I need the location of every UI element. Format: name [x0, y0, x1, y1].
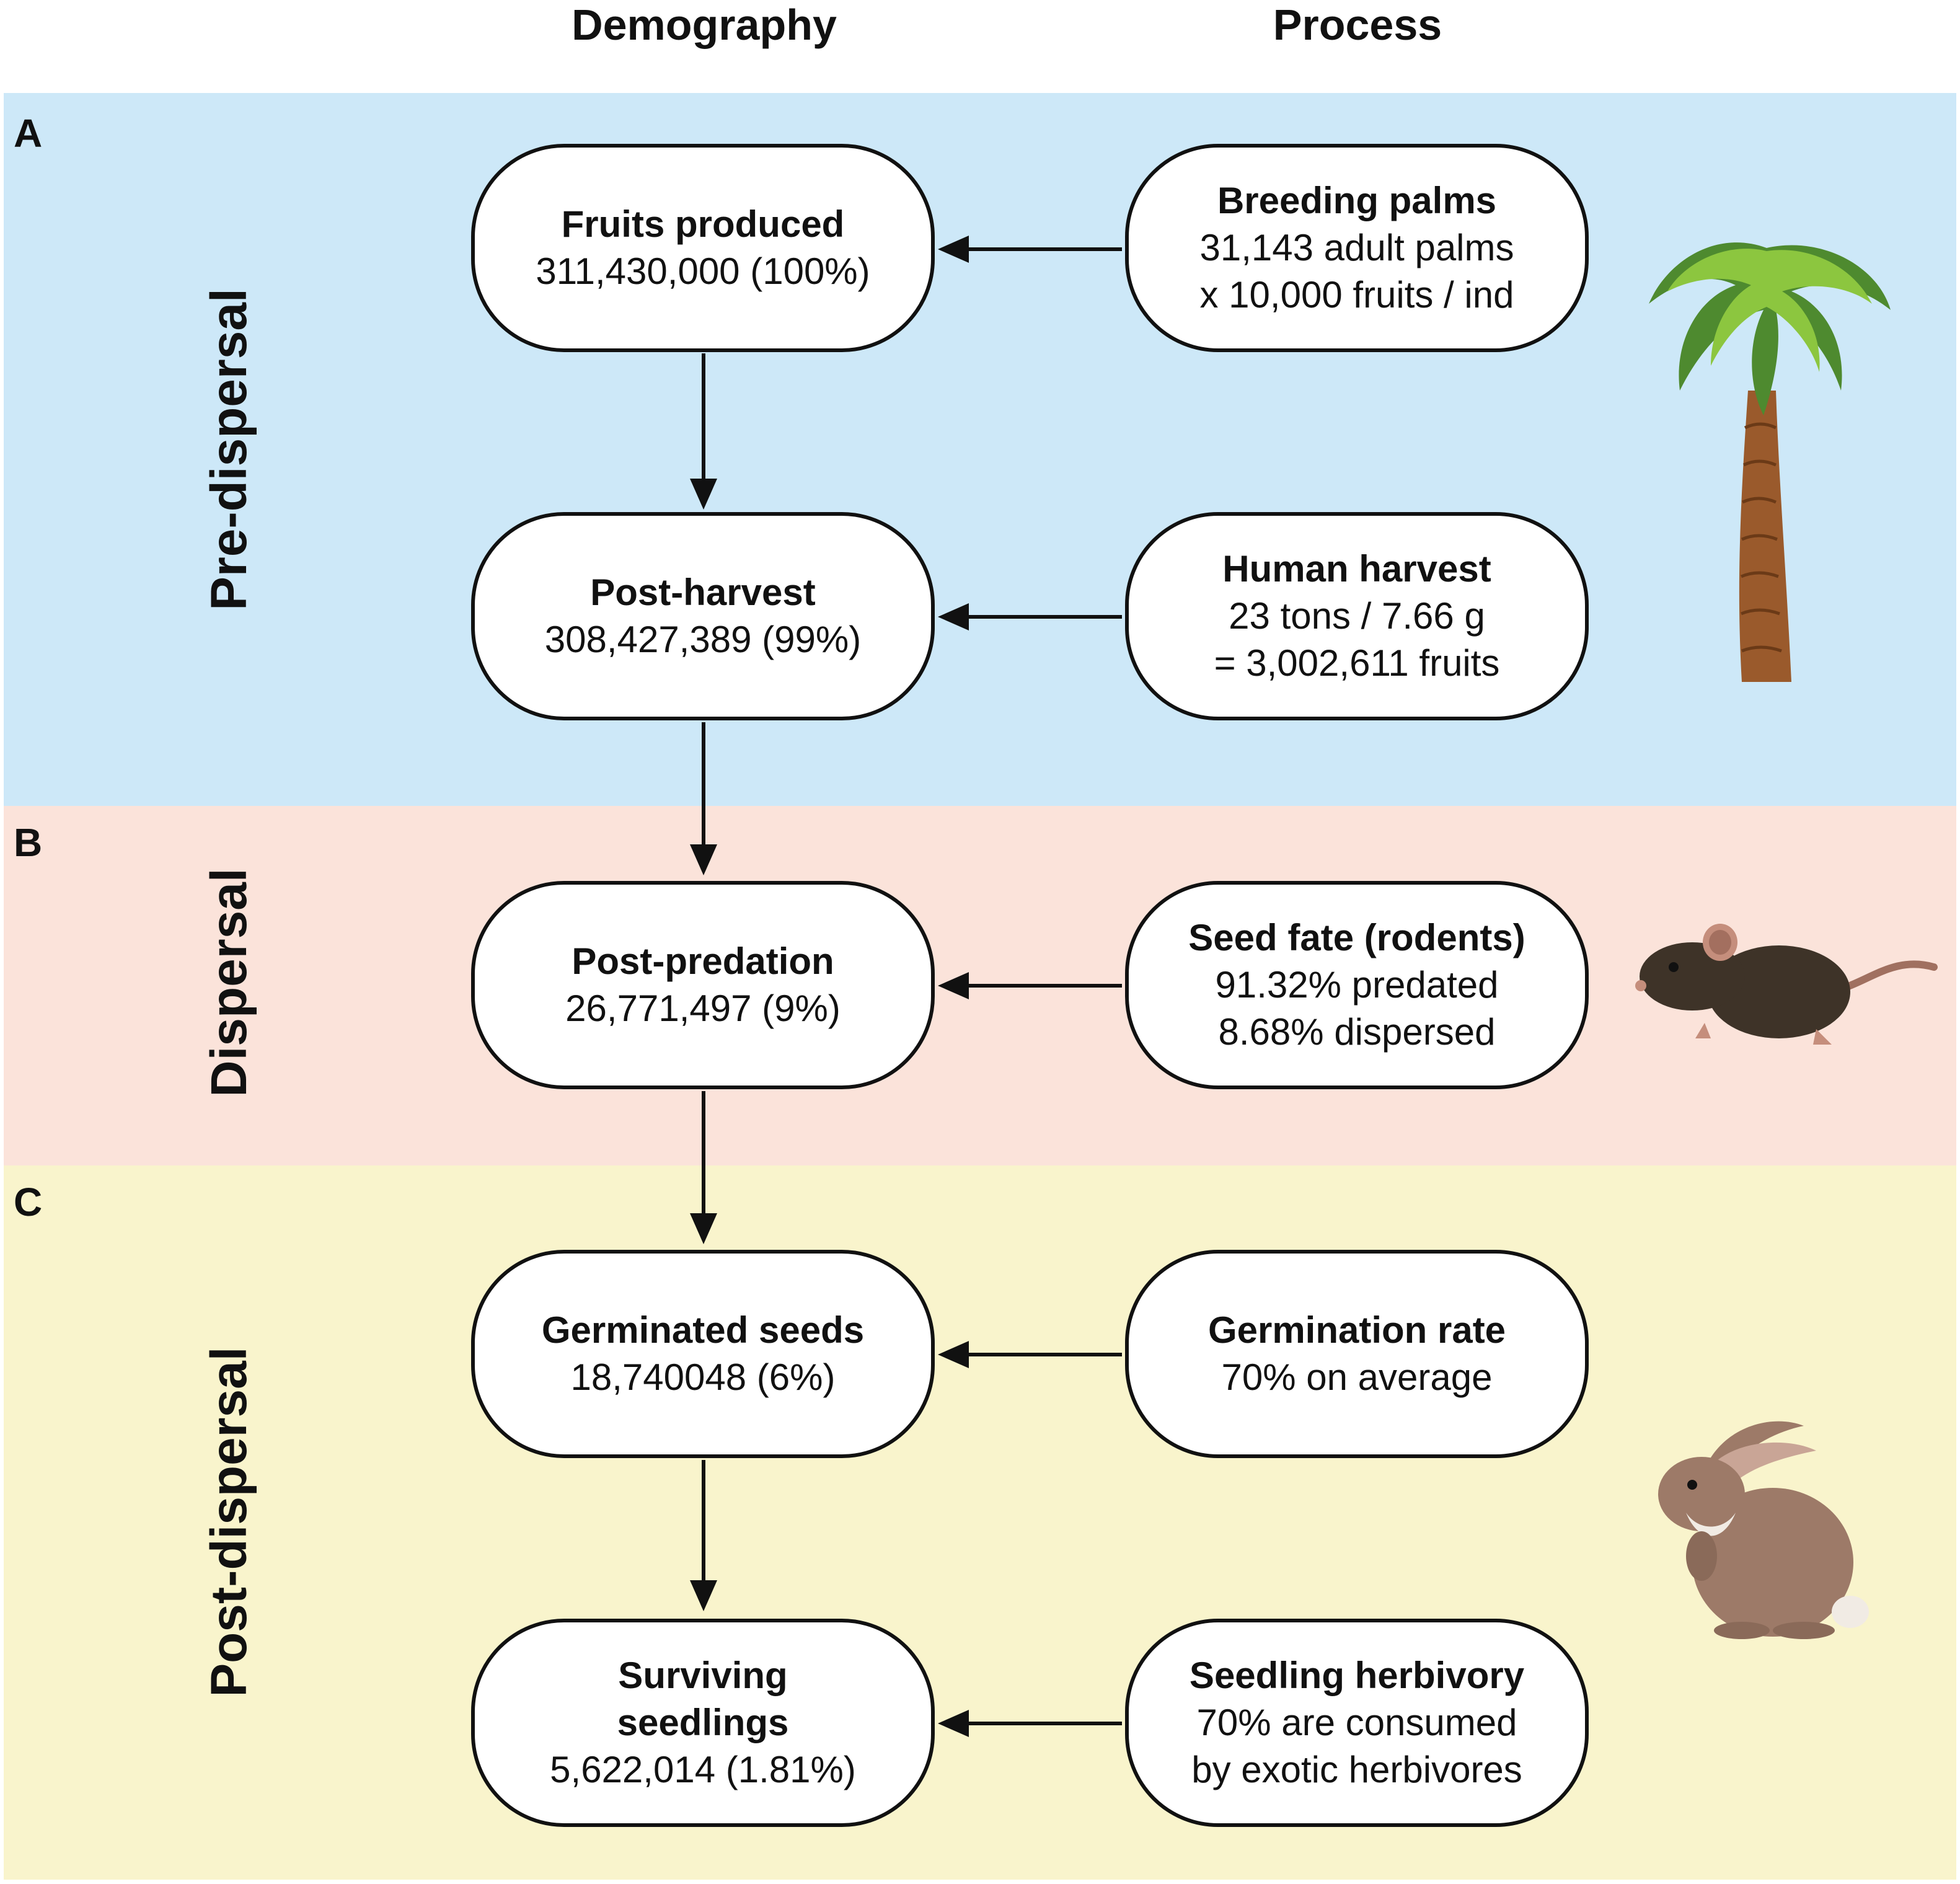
node-human-harvest: Human harvest 23 tons / 7.66 g = 3,002,6…: [1125, 512, 1589, 720]
node-line-2: = 3,002,611 fruits: [1214, 642, 1500, 684]
panel-letter-c: C: [14, 1180, 43, 1224]
node-post-predation: Post-predation 26,771,497 (9%): [471, 881, 935, 1089]
node-breeding-palms: Breeding palms 31,143 adult palms x 10,0…: [1125, 144, 1589, 352]
node-value: 18,740048 (6%): [570, 1356, 836, 1398]
rodent-icon: [1635, 924, 1938, 1045]
node-seedling-herbivory: Seedling herbivory 70% are consumed by e…: [1125, 1619, 1589, 1827]
demography-column-header: Demography: [572, 1, 837, 49]
node-title: Breeding palms: [1217, 180, 1497, 221]
process-column-header: Process: [1273, 1, 1442, 49]
node-title: Seed fate (rodents): [1188, 917, 1525, 958]
palm-tree-icon: [1649, 242, 1891, 682]
node-title: Seedling herbivory: [1189, 1655, 1525, 1696]
node-germinated-seeds: Germinated seeds 18,740048 (6%): [471, 1250, 935, 1458]
node-title: Post-harvest: [590, 572, 816, 613]
node-line-1: 70% on average: [1221, 1356, 1493, 1398]
node-title-line-2: seedlings: [617, 1702, 789, 1743]
node-line-1: 91.32% predated: [1215, 964, 1499, 1006]
rabbit-icon: [1658, 1421, 1869, 1639]
node-value: 5,622,014 (1.81%): [550, 1749, 856, 1790]
node-line-2: x 10,000 fruits / ind: [1199, 274, 1514, 316]
node-surviving-seedlings: Surviving seedlings 5,622,014 (1.81%): [471, 1619, 935, 1827]
node-line-2: 8.68% dispersed: [1218, 1011, 1496, 1053]
node-seed-fate: Seed fate (rodents) 91.32% predated 8.68…: [1125, 881, 1589, 1089]
node-line-1: 23 tons / 7.66 g: [1229, 595, 1485, 637]
node-line-1: 31,143 adult palms: [1199, 227, 1514, 268]
node-line-2: by exotic herbivores: [1191, 1749, 1522, 1790]
panel-letter-b: B: [14, 820, 43, 865]
node-title: Germinated seeds: [541, 1309, 865, 1351]
node-fruits-produced: Fruits produced 311,430,000 (100%): [471, 144, 935, 352]
node-value: 26,771,497 (9%): [565, 988, 841, 1029]
node-post-harvest: Post-harvest 308,427,389 (99%): [471, 512, 935, 720]
band-pre-dispersal: [4, 93, 1956, 806]
node-title-line-1: Surviving: [618, 1655, 788, 1696]
node-value: 308,427,389 (99%): [544, 619, 862, 660]
band-post-dispersal: [4, 1165, 1956, 1880]
panel-letter-a: A: [14, 111, 43, 156]
node-title: Post-predation: [572, 940, 834, 982]
node-title: Human harvest: [1222, 548, 1491, 590]
node-title: Germination rate: [1207, 1309, 1506, 1351]
node-title: Fruits produced: [561, 203, 845, 245]
node-line-1: 70% are consumed: [1196, 1702, 1517, 1743]
node-germination-rate: Germination rate 70% on average: [1125, 1250, 1589, 1458]
node-value: 311,430,000 (100%): [536, 250, 870, 292]
